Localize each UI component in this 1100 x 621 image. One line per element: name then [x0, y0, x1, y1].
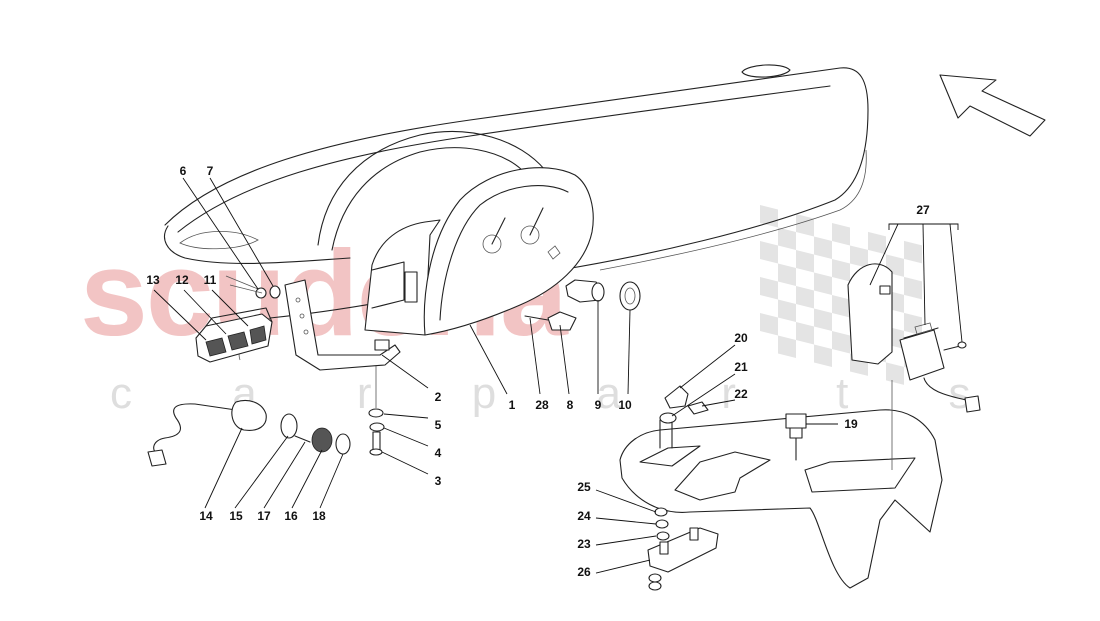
callout-26: 26 — [577, 565, 591, 579]
callout-17: 17 — [257, 509, 271, 523]
callout-16: 16 — [284, 509, 298, 523]
checkered-square — [868, 231, 886, 255]
callout-19: 19 — [844, 417, 858, 431]
checkered-square — [796, 213, 814, 237]
callout-13: 13 — [146, 273, 160, 287]
callout-27: 27 — [916, 203, 930, 217]
checkered-square — [778, 335, 796, 358]
checkered-flag-icon — [760, 205, 922, 385]
callout-1: 1 — [509, 398, 516, 412]
checkered-square — [904, 312, 922, 336]
checkered-square — [832, 222, 850, 246]
checkered-square — [832, 330, 850, 354]
checkered-square — [904, 240, 922, 264]
callout-5: 5 — [435, 418, 442, 432]
callout-12: 12 — [175, 273, 189, 287]
checkered-square — [814, 272, 832, 295]
console-parts — [647, 385, 807, 591]
checkered-square — [832, 258, 850, 282]
checkered-square — [778, 227, 796, 250]
instrument-cluster — [364, 167, 594, 336]
leader-lines — [153, 177, 963, 574]
checkered-square — [814, 236, 832, 259]
checkered-square — [778, 263, 796, 286]
callout-4: 4 — [435, 446, 442, 460]
arrow-up-left-icon — [939, 74, 1046, 137]
callout-6: 6 — [180, 164, 187, 178]
callout-3: 3 — [435, 474, 442, 488]
checkered-square — [760, 241, 778, 264]
callout-8: 8 — [567, 398, 574, 412]
checkered-square — [904, 276, 922, 300]
checkered-square — [832, 294, 850, 318]
callout-10: 10 — [618, 398, 632, 412]
checkered-square — [778, 299, 796, 322]
callout-7: 7 — [207, 164, 214, 178]
callout-11: 11 — [204, 273, 217, 287]
checkered-square — [850, 245, 868, 268]
callout-9: 9 — [595, 398, 602, 412]
callout-22: 22 — [734, 387, 748, 401]
callout-25: 25 — [577, 480, 591, 494]
checkered-square — [760, 313, 778, 336]
mounting-bracket — [225, 275, 401, 371]
screw-washer-stack — [368, 366, 385, 456]
callout-2: 2 — [435, 390, 442, 404]
callout-24: 24 — [577, 509, 591, 523]
checkered-square — [796, 321, 814, 345]
checkered-square — [796, 249, 814, 273]
callout-20: 20 — [734, 331, 748, 345]
checkered-square — [760, 277, 778, 300]
lighter-assembly — [147, 399, 351, 467]
switch-panel — [195, 307, 273, 363]
checkered-square — [796, 285, 814, 309]
control-module-group — [847, 263, 981, 413]
callout-18: 18 — [312, 509, 326, 523]
small-switches — [524, 279, 641, 331]
callout-28: 28 — [535, 398, 549, 412]
checkered-square — [814, 344, 832, 367]
callout-14: 14 — [199, 509, 213, 523]
checkered-square — [814, 308, 832, 331]
callout-15: 15 — [229, 509, 243, 523]
callout-21: 21 — [734, 360, 748, 374]
checkered-square — [886, 362, 904, 385]
callout-23: 23 — [577, 537, 591, 551]
callout-labels: 1 2 3 4 5 6 7 8 9 10 11 12 13 14 15 16 1… — [146, 164, 930, 579]
